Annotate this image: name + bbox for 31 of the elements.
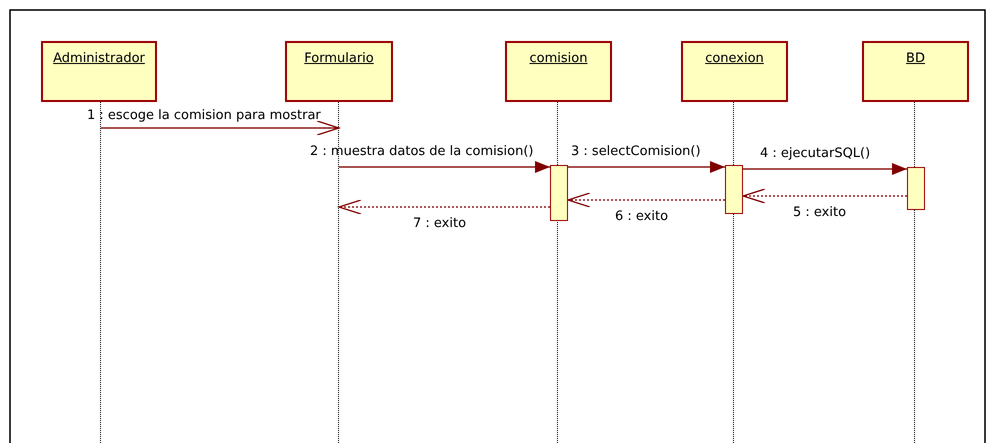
object-box bbox=[285, 41, 393, 102]
message-arrow bbox=[743, 163, 907, 175]
object-box bbox=[41, 41, 157, 102]
object-box bbox=[681, 41, 788, 102]
message-label: 3 : selectComision() bbox=[571, 144, 701, 160]
lifeline bbox=[914, 102, 918, 443]
lifeline bbox=[557, 102, 561, 443]
object-box bbox=[505, 41, 612, 102]
object-name: Formulario bbox=[303, 51, 375, 66]
message-label: 1 : escoge la comision para mostrar bbox=[87, 108, 321, 124]
message-arrow bbox=[568, 161, 725, 173]
message-label: 6 : exito bbox=[615, 209, 668, 225]
message-arrow bbox=[742, 188, 907, 204]
lifeline bbox=[733, 102, 737, 443]
activation-bar bbox=[907, 167, 925, 210]
message-label: 5 : exito bbox=[793, 205, 846, 221]
object-name: Administrador bbox=[52, 51, 146, 66]
object-name: conexion bbox=[704, 51, 765, 66]
lifeline bbox=[100, 102, 104, 443]
object-name: BD bbox=[905, 51, 926, 66]
activation-bar bbox=[550, 165, 568, 221]
object-box bbox=[862, 41, 969, 102]
message-label: 2 : muestra datos de la comision() bbox=[310, 144, 534, 160]
object-name: comision bbox=[528, 51, 588, 66]
message-arrow bbox=[567, 192, 725, 208]
message-label: 4 : ejecutarSQL() bbox=[760, 146, 870, 162]
message-arrow bbox=[101, 120, 340, 136]
activation-bar bbox=[725, 165, 743, 214]
message-arrow bbox=[339, 161, 550, 173]
message-arrow bbox=[338, 199, 550, 215]
message-label: 7 : exito bbox=[413, 216, 466, 232]
